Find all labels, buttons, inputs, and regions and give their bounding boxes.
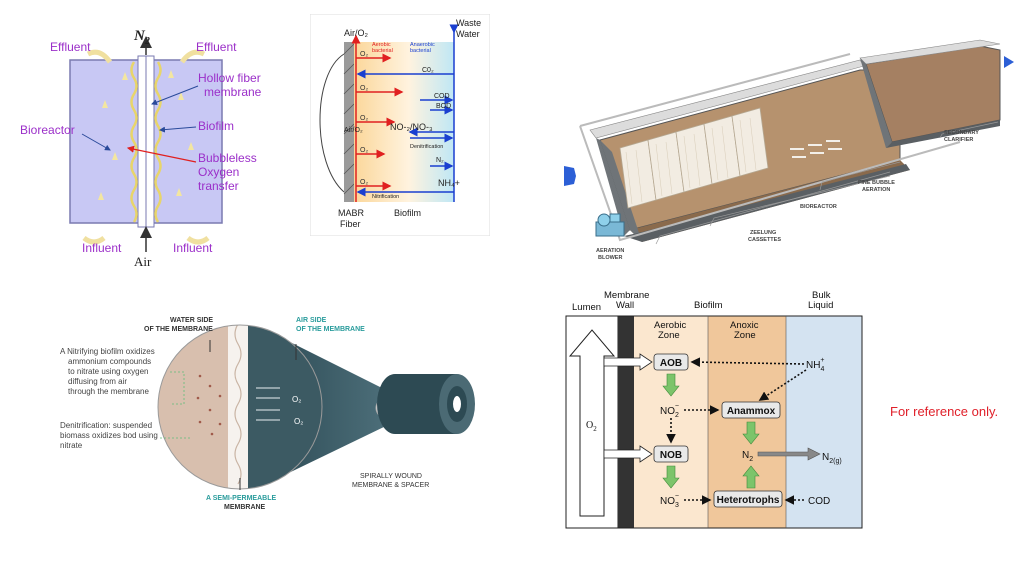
nob-box [653,445,689,463]
n2-label: N2 [133,28,150,47]
heterotrophs-label: Heterotrophs [717,495,780,506]
nitrification-label: Nitrification [372,194,399,200]
n2-label: N2 [742,450,753,463]
hollow-fiber-diagram: N2 Air Effluent Effluent Influent Influe… [20,28,262,269]
air-label: Air [134,254,152,269]
denitrification-label: Denitrification [410,144,443,150]
aob-label: AOB [660,358,682,369]
cod-label: COD [808,496,830,507]
influent-right-label: Influent [173,241,213,255]
svg-text:O₂: O₂ [360,51,368,58]
bulk-liquid-zone [786,316,862,528]
biofilm-label: Biofilm [394,208,421,218]
lumen-header: Lumen [572,302,601,313]
bioreactor-label: Bioreactor [20,123,75,137]
nitrifying-biofilm-text: A Nitrifying biofilm oxidizes ammonium c… [60,347,157,396]
aob-box [653,353,689,371]
o2-label-b: O₂ [294,417,303,426]
anammox-label: Anammox [727,406,776,417]
effluent-left-label: Effluent [50,40,91,54]
nh4-label: NH4+ [806,357,824,373]
no2-label: NO2− [660,403,679,419]
effluent-right-label: Effluent [196,40,237,54]
o2-lumen-label: O2 [586,420,597,433]
air-o2-side-label: Air/O₂ [344,127,363,134]
svg-text:O₂: O₂ [360,179,368,186]
membrane-wall [618,316,634,528]
svg-text:O₂: O₂ [360,85,368,92]
o2-label-a: O₂ [292,395,301,404]
heterotrophs-box [713,490,783,508]
biofilm-left [130,61,138,223]
nob-label: NOB [660,450,682,461]
n2g-label: N2(g) [822,452,842,465]
anammox-box [721,401,781,419]
nh4-label: NH₄+ [438,178,460,188]
svg-text:O₂: O₂ [360,115,368,122]
svg-text:O₂: O₂ [360,147,368,154]
outflow-arrow [1004,56,1014,68]
inflow-arrow [564,166,576,186]
influent-left-label: Influent [82,241,122,255]
reference-note: For reference only. [890,404,999,419]
lumen-o2-arrow [568,329,616,517]
air-o2-top-label: Air/O₂ [344,28,369,38]
zeelung-cassettes [619,107,769,209]
bod-label: BOD [436,103,451,110]
cod-label: COD [434,93,450,100]
biofilm-label: Biofilm [198,119,234,133]
biofilm-right [154,61,162,223]
no2-no3-label: NO-₂/NO-₃ [390,122,433,132]
aeration-blower [595,213,625,237]
biofilm-header: Biofilm [694,300,723,311]
co2-label: C0₂ [422,67,434,74]
bioreactor-label: BIOREACTOR [800,204,837,210]
denitrification-text: Denitrification: suspended biomass oxidi… [60,421,160,450]
no3-label: NO3− [660,493,679,509]
n2-label: N₂ [436,157,444,164]
mabr-fiber-wall [344,42,354,202]
n2-release-arrow [757,447,821,461]
